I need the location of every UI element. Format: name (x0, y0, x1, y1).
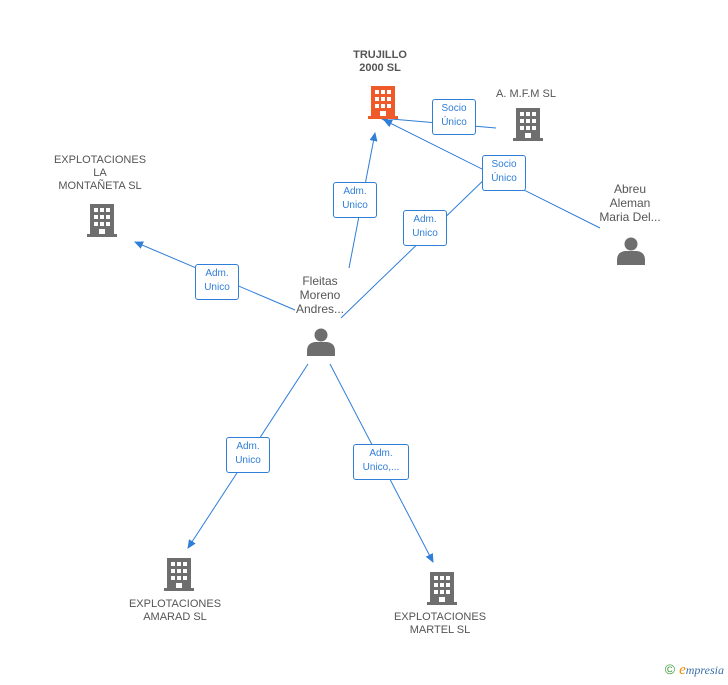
edge-label-amfm-trujillo[interactable]: Socio Único (432, 99, 476, 135)
building-icon[interactable] (511, 106, 545, 142)
person-icon[interactable] (306, 327, 336, 357)
building-icon[interactable] (425, 570, 459, 606)
edge-label-fleitas-amarad[interactable]: Adm. Unico (226, 437, 270, 473)
person-icon[interactable] (616, 236, 646, 266)
building-icon[interactable] (162, 556, 196, 592)
node-label-abreu[interactable]: Abreu Aleman Maria Del... (599, 182, 661, 224)
edge-label-fleitas-trujillo[interactable]: Adm. Unico (333, 182, 377, 218)
node-label-amarad[interactable]: EXPLOTACIONES AMARAD SL (128, 598, 222, 623)
copyright-icon: © (664, 661, 676, 677)
edge-label-fleitas-martel[interactable]: Adm. Unico,... (353, 444, 409, 480)
brand-logo-rest: mpresia (685, 663, 724, 677)
node-label-amfm[interactable]: A. M.F.M SL (496, 88, 556, 100)
node-label-trujillo[interactable]: TRUJILLO 2000 SL (353, 49, 407, 74)
node-label-montaneta[interactable]: EXPLOTACIONES LA MONTAÑETA SL (53, 154, 147, 192)
edge-label-fleitas-amfm[interactable]: Adm. Unico (403, 210, 447, 246)
node-label-fleitas[interactable]: Fleitas Moreno Andres... (295, 274, 345, 316)
footer-brand[interactable]: ©empresia (665, 661, 724, 679)
edge-label-abreu-trujillo[interactable]: Socio Único (482, 155, 526, 191)
brand-logo-e: e (679, 662, 686, 678)
building-icon[interactable] (366, 84, 400, 120)
node-label-martel[interactable]: EXPLOTACIONES MARTEL SL (393, 611, 487, 636)
edge-label-fleitas-montaneta[interactable]: Adm. Unico (195, 264, 239, 300)
building-icon[interactable] (85, 202, 119, 238)
